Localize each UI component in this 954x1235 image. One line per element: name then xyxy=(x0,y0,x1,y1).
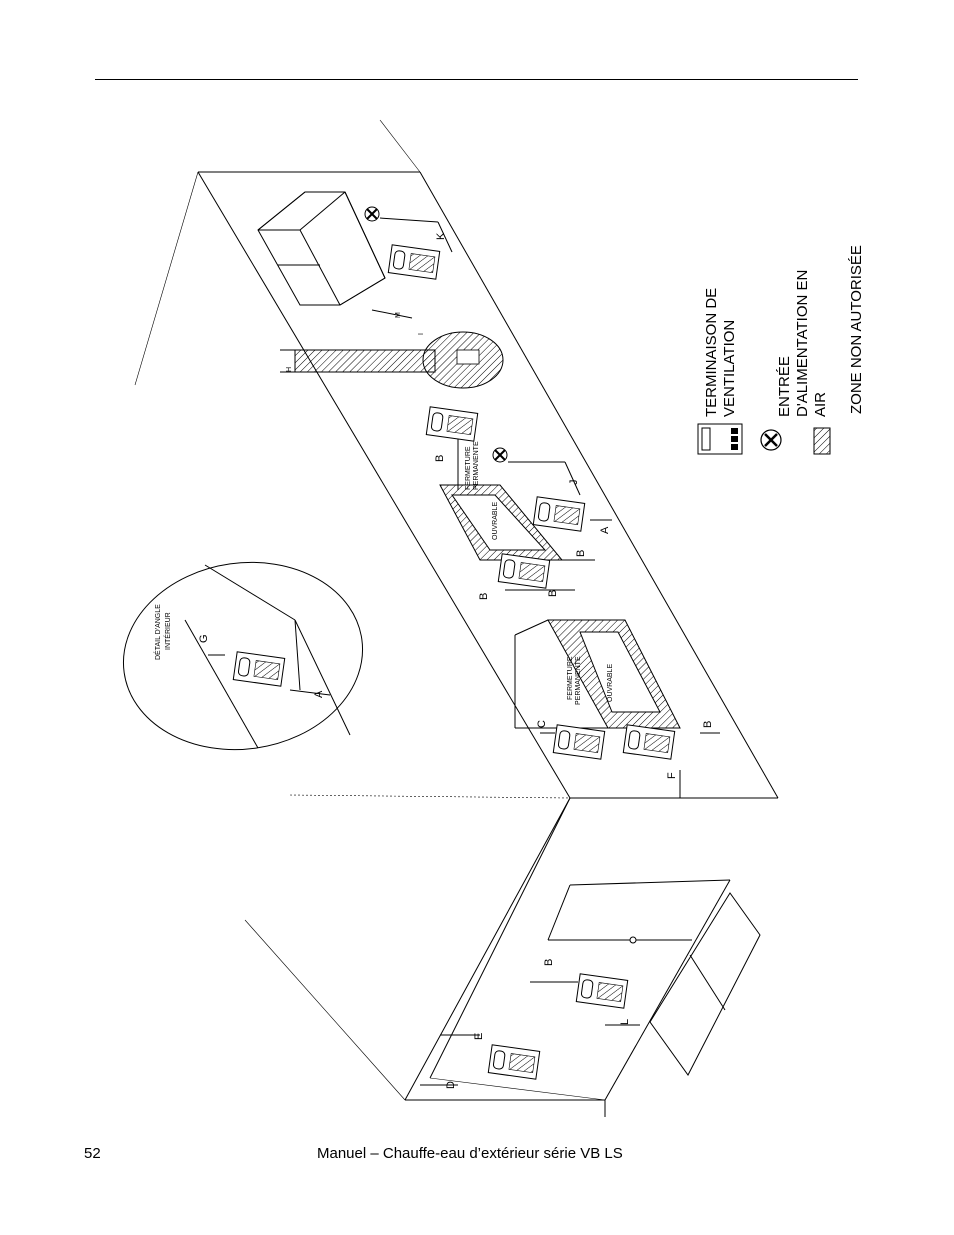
vent-terminal-icon-8 xyxy=(575,973,629,1009)
legend-zone: ZONE NON AUTORISÉE xyxy=(848,245,865,414)
legend-vent-line1: TERMINAISON DE xyxy=(703,288,720,417)
header-rule xyxy=(95,79,858,80)
label-detail-title-2: INTÉRIEUR xyxy=(163,612,172,650)
zone-legend-icon xyxy=(813,427,831,455)
chimney-zone xyxy=(280,331,504,389)
vent-terminal-icon-2 xyxy=(425,406,479,442)
legend-air-line3: AIR xyxy=(812,392,829,417)
legend-vent-line2: VENTILATION xyxy=(721,320,738,417)
label-m: M xyxy=(395,312,402,318)
label-permanent-1a: FERMETURE xyxy=(465,446,472,490)
vent-legend-icon xyxy=(697,423,743,455)
label-d: D xyxy=(445,1081,457,1089)
vent-terminal-icon-7 xyxy=(232,651,286,687)
label-b-6: B xyxy=(543,959,555,966)
label-permanent-2a: FERMETURE xyxy=(567,656,574,700)
label-b-5: B xyxy=(702,721,714,728)
label-c: C xyxy=(536,720,548,728)
label-operable-1: OUVRABLE xyxy=(492,502,499,540)
label-b-1: B xyxy=(434,455,446,462)
label-e: E xyxy=(473,1033,485,1040)
label-l: L xyxy=(619,1019,631,1025)
label-i: I xyxy=(418,333,425,335)
label-j: J xyxy=(568,480,580,486)
label-k: K xyxy=(435,232,447,240)
label-b-3: B xyxy=(478,593,490,600)
air-intake-icon-2 xyxy=(492,447,508,463)
label-f: F xyxy=(666,772,678,779)
label-a-1: A xyxy=(599,526,611,534)
label-h: H xyxy=(286,367,293,372)
legend-air-line1: ENTRÉE xyxy=(776,356,793,417)
label-permanent-2b: PERMANENTE xyxy=(575,656,582,705)
vent-terminal-icon-4 xyxy=(497,553,551,589)
air-intake-icon xyxy=(364,206,380,222)
page-number: 52 xyxy=(84,1145,101,1162)
vent-terminal-icon-6 xyxy=(622,724,676,760)
label-permanent-1b: PERMANENTE xyxy=(473,441,480,490)
corner-detail xyxy=(122,561,364,751)
building-outline xyxy=(134,119,779,1117)
vent-terminal-icon-9 xyxy=(487,1044,541,1080)
label-b-2: B xyxy=(575,550,587,557)
label-b-4: B xyxy=(547,590,559,597)
air-intake-legend-icon xyxy=(760,429,782,451)
label-operable-2: OUVRABLE xyxy=(607,664,614,702)
deck-slab xyxy=(649,892,761,1076)
label-g: G xyxy=(198,634,210,643)
label-detail-title-1: DÉTAIL D'ANGLE xyxy=(153,604,162,660)
vent-terminal-icon-5 xyxy=(552,724,606,760)
projection-box xyxy=(257,191,386,306)
vent-terminal-icon-3 xyxy=(532,496,586,532)
legend-air-line2: D'ALIMENTATION EN xyxy=(794,270,811,417)
label-a-2: A xyxy=(313,690,325,698)
window-lower xyxy=(514,619,681,729)
legend: TERMINAISON DE VENTILATION ENTRÉE D'ALIM… xyxy=(697,245,865,455)
vent-terminal-icon xyxy=(387,244,441,280)
footer-title: Manuel – Chauffe-eau d’extérieur série V… xyxy=(317,1145,623,1162)
